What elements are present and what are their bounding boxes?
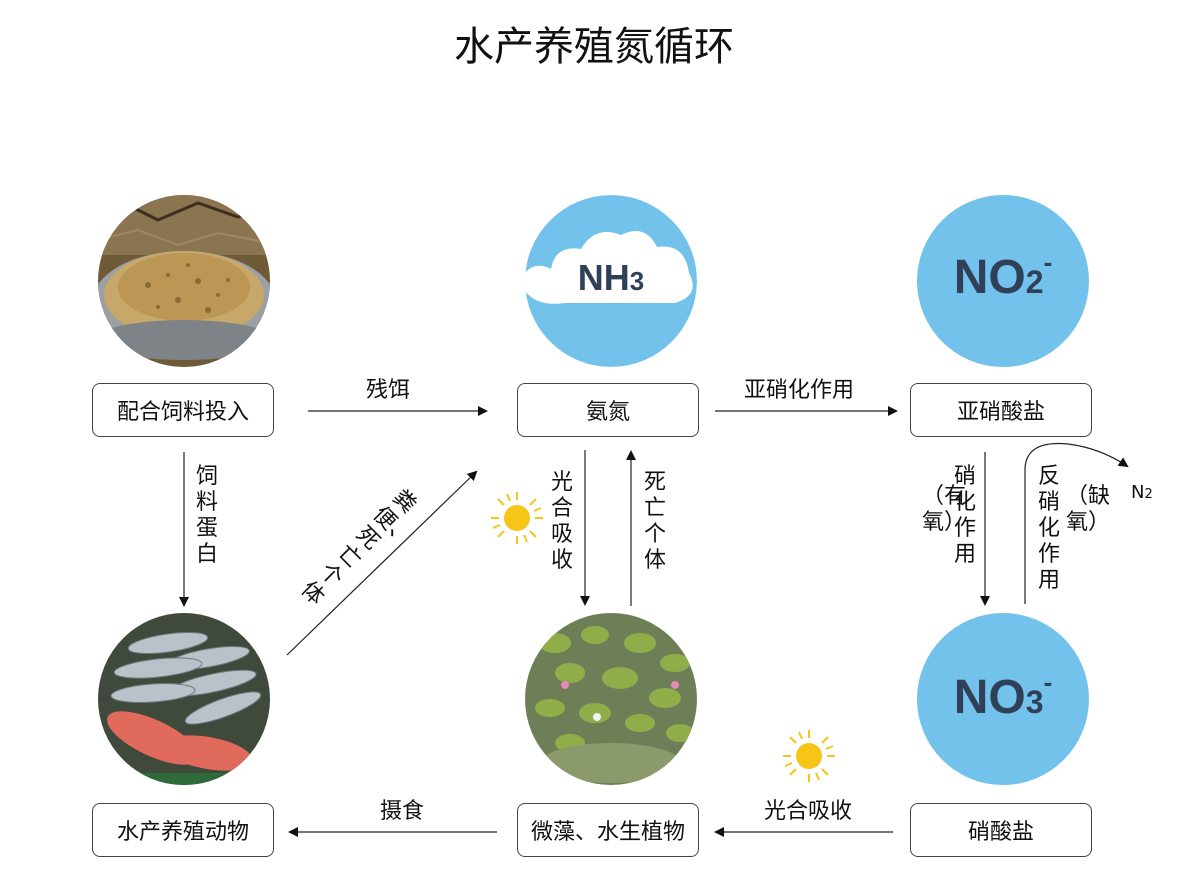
page-title: 水产养殖氮循环: [454, 24, 734, 70]
sun-icon: [783, 730, 835, 782]
feces-death-arrow: [286, 470, 478, 656]
photo-absorb-label-bottom: 光合吸收: [764, 799, 853, 824]
ingestion-label: 摄食: [380, 799, 425, 824]
ammonia-node: 氨氮: [517, 383, 699, 437]
ammonia-circle: NH3: [525, 195, 697, 367]
dead-individuals-label: 死亡个体: [643, 470, 666, 573]
denitrification-arrow: [1024, 442, 1129, 604]
feed-pellets-image: [98, 195, 270, 367]
no2-superscript: -: [1043, 247, 1053, 277]
anoxic-label: （缺氧）: [1066, 484, 1111, 535]
feed-input-node: 配合饲料投入: [92, 383, 274, 437]
nh3-label: NH: [577, 257, 630, 298]
n2-label: N2: [1131, 482, 1153, 503]
aquaculture-animals-node: 水产养殖动物: [92, 803, 274, 857]
sun-icon: [491, 492, 543, 544]
residual-feed-label: 残饵: [366, 378, 411, 403]
feed-protein-label: 饲料蛋白: [195, 464, 218, 567]
nitritation-label: 亚硝化作用: [744, 378, 855, 403]
nitrate-circle: NO3-: [917, 613, 1089, 785]
no3-subscript: 3: [1025, 684, 1044, 720]
no2-subscript: 2: [1025, 264, 1044, 300]
no3-superscript: -: [1043, 667, 1053, 697]
nitrite-circle: NO2-: [917, 195, 1089, 367]
photo-absorb-label-vertical: 光合吸收: [550, 470, 573, 573]
nh3-subscript: 3: [629, 266, 645, 296]
no3-label: NO: [953, 671, 1026, 724]
nitrification-label: 硝化作用: [953, 464, 976, 567]
nitrite-node: 亚硝酸盐: [910, 383, 1092, 437]
denitrification-label: 反硝化作用: [1037, 464, 1060, 593]
algae-plants-node: 微藻、水生植物: [517, 803, 699, 857]
no2-label: NO: [953, 251, 1026, 304]
nitrate-node: 硝酸盐: [910, 803, 1092, 857]
aerobic-label: （有氧）: [922, 484, 967, 535]
